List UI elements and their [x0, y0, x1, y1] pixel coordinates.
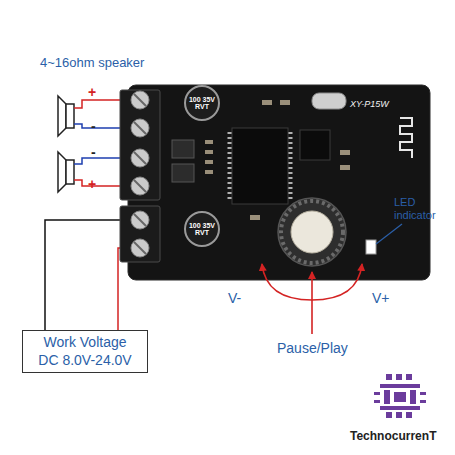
smd-part — [250, 215, 260, 220]
pcb-board — [128, 85, 430, 280]
smd-part — [262, 100, 272, 105]
leader-line — [376, 224, 402, 244]
node-text: 100 35V RVT — [188, 222, 216, 237]
node-text: 100 35V RVT — [188, 96, 216, 111]
amplifier-board: XY-P15W 100 35V RVT 100 35V RVT — [128, 85, 430, 280]
screw — [131, 91, 149, 109]
smd-part — [205, 170, 213, 174]
smd-part — [205, 160, 213, 164]
smd-part — [205, 140, 213, 144]
watermark: TechnocurrenT — [350, 430, 436, 444]
callout-label: LED indicator — [394, 196, 452, 221]
control-arrow — [311, 272, 313, 334]
node-text: Work Voltage DC 8.0V-24.0V — [33, 334, 137, 369]
polarity-sign: + — [88, 84, 96, 100]
potentiometer-body — [278, 198, 346, 266]
knob-ridges — [281, 201, 343, 263]
power-wire — [118, 248, 128, 330]
control-label: V- — [228, 290, 241, 306]
amplifier-chip — [232, 128, 288, 204]
polarity-sign: - — [91, 118, 96, 134]
screw — [131, 239, 149, 257]
capacitor: 100 35V RVT — [184, 85, 220, 121]
inductor — [172, 140, 194, 158]
screw — [131, 211, 149, 229]
speaker-wire — [74, 158, 140, 164]
screw — [131, 149, 149, 167]
speaker-magnet — [66, 160, 74, 184]
knob-cap — [291, 211, 333, 253]
terminal-block — [120, 206, 160, 262]
control-arrow — [262, 264, 312, 300]
speaker-magnet — [66, 104, 74, 128]
control-label: Pause/Play — [277, 340, 348, 356]
inductor — [172, 164, 194, 182]
speaker-wire — [74, 180, 140, 186]
polarity-sign: + — [88, 176, 96, 192]
node-text: XY-P15W — [350, 99, 389, 109]
screw — [131, 119, 149, 137]
smd-part — [340, 165, 350, 170]
bluetooth-chip — [300, 130, 330, 160]
control-arrow — [312, 264, 362, 300]
power-supply-box: Work Voltage DC 8.0V-24.0V — [22, 330, 148, 373]
power-wire — [45, 220, 128, 330]
smd-part — [340, 150, 350, 155]
control-label: V+ — [372, 290, 390, 306]
screw — [131, 177, 149, 195]
pcb-antenna — [400, 118, 412, 158]
part-label: 4~16ohm speaker — [40, 56, 144, 71]
speaker-wire — [74, 124, 140, 128]
terminal-block — [120, 90, 160, 200]
led — [366, 240, 376, 254]
screw-slots — [134, 94, 146, 254]
speaker-cone — [58, 96, 66, 136]
speaker-cone — [58, 152, 66, 192]
logo-icon — [374, 374, 426, 418]
crystal — [312, 93, 346, 109]
smd-part — [280, 100, 290, 105]
smd-part — [205, 150, 213, 154]
speaker-wire — [74, 100, 140, 108]
capacitor: 100 35V RVT — [184, 211, 220, 247]
polarity-sign: - — [91, 144, 96, 160]
